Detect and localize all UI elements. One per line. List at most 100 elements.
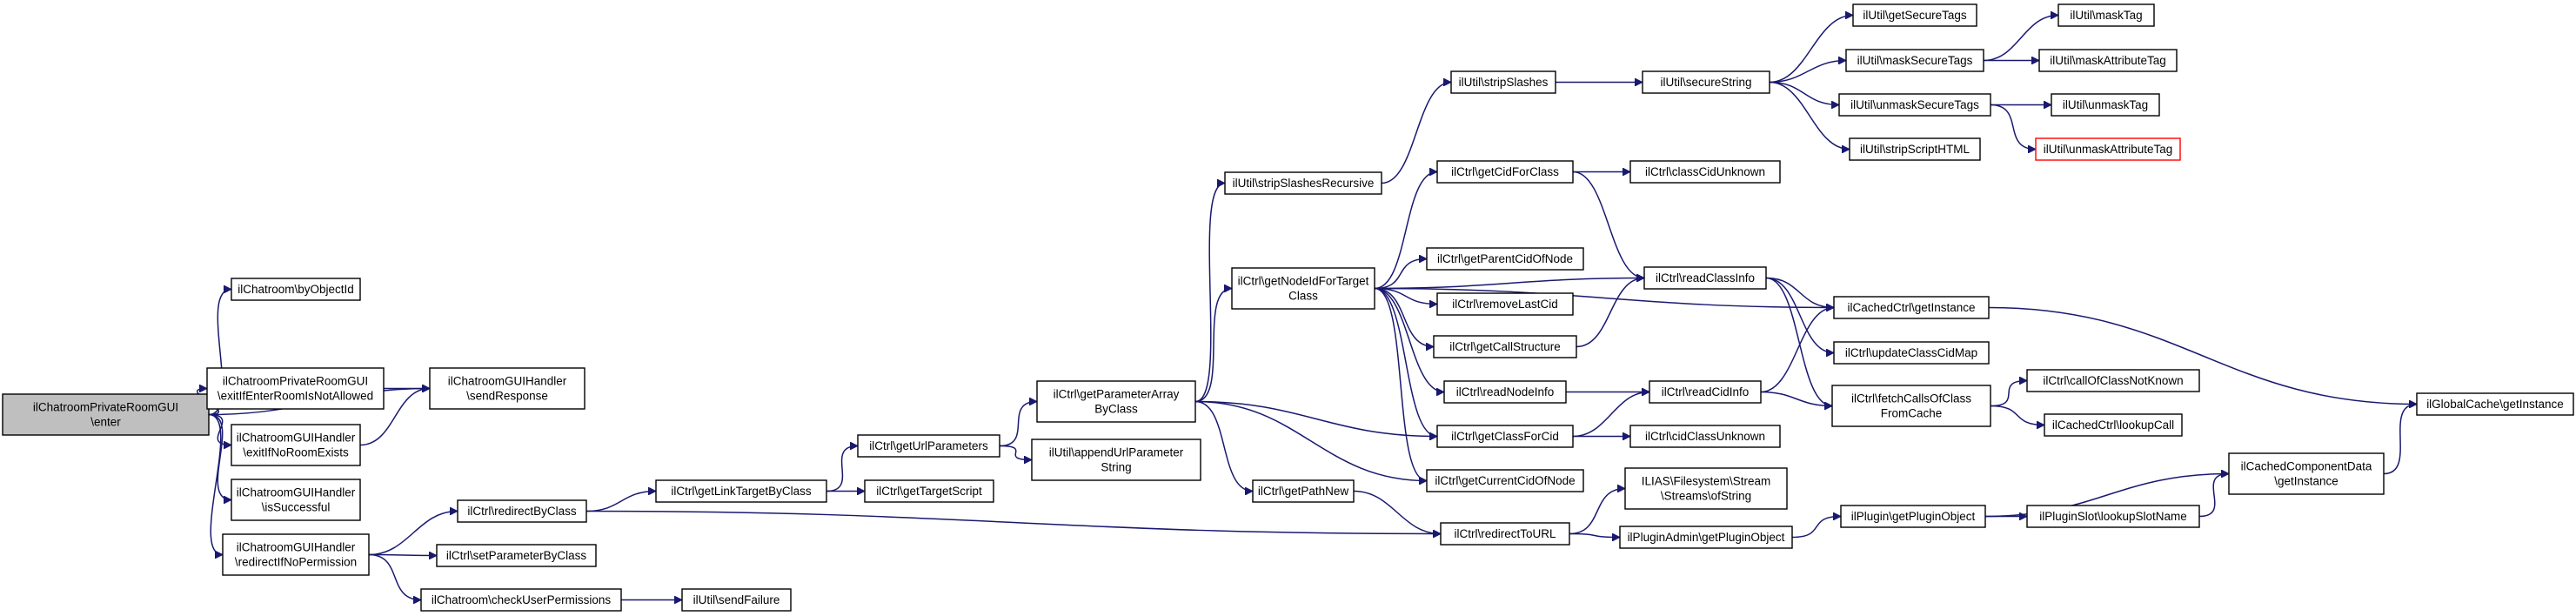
node-unmaskTag[interactable]: ilUtil\unmaskTag [2051,93,2160,117]
node-pluginAdminGetObj[interactable]: ilPluginAdmin\getPluginObject [1619,526,1793,549]
node-removeLastCid[interactable]: ilCtrl\removeLastCid [1436,292,1574,316]
node-exitIfEnter[interactable]: ilChatroomPrivateRoomGUI\exitIfEnterRoom… [206,367,385,410]
node-redirectIfNoPerm[interactable]: ilChatroomGUIHandler\redirectIfNoPermiss… [222,533,370,576]
node-label: ilGlobalCache\getInstance [2426,398,2564,411]
node-stripSlashesRec[interactable]: ilUtil\stripSlashesRecursive [1224,171,1382,195]
node-readNodeInfo[interactable]: ilCtrl\readNodeInfo [1443,380,1567,404]
node-byObjectId[interactable]: ilChatroom\byObjectId [231,278,361,301]
node-sendFailure[interactable]: ilUtil\sendFailure [681,588,792,612]
node-cachedCompGetInst[interactable]: ilCachedComponentData\getInstance [2228,452,2385,495]
node-stripScriptHTML[interactable]: ilUtil\stripScriptHTML [1849,137,1981,161]
node-cidClassUnknown[interactable]: ilCtrl\cidClassUnknown [1629,425,1781,448]
node-unmaskAttrTag[interactable]: ilUtil\unmaskAttributeTag [2035,137,2181,161]
edge-unmaskSecureTags-to-unmaskAttrTag [1990,104,2036,150]
node-readClassInfo[interactable]: ilCtrl\readClassInfo [1643,266,1767,290]
node-updateClassCidMap[interactable]: ilCtrl\updateClassCidMap [1833,341,1990,365]
node-getUrlParams[interactable]: ilCtrl\getUrlParameters [857,434,1000,458]
node-box [436,544,597,567]
node-box [1624,467,1788,510]
node-getPathNew[interactable]: ilCtrl\getPathNew [1252,479,1355,503]
node-label: ilChatroomGUIHandler [237,431,356,444]
edge-getNodeId-to-getClassForCid [1374,287,1438,437]
edge-redirectByClass-to-getLinkTarget [585,492,656,512]
node-exitIfNoRoom[interactable]: ilChatroomGUIHandler\exitIfNoRoomExists [231,424,361,466]
edge-cachedCtrlGetInst-to-globalCacheGetInst [1988,306,2417,405]
node-label: ilCtrl\classCidUnknown [1645,165,1765,178]
node-getTargetScript[interactable]: ilCtrl\getTargetScript [864,479,994,503]
node-box [1833,341,1990,365]
node-redirectByClass[interactable]: ilCtrl\redirectByClass [457,499,587,523]
node-lookupSlotName[interactable]: ilPluginSlot\lookupSlotName [2026,505,2200,528]
node-label: String [1101,460,1131,473]
node-root[interactable]: ilChatroomPrivateRoomGUI\enter [2,393,210,436]
edge-readClassInfo-to-cachedCtrlGetInst [1765,277,1834,308]
node-label: ilChatroom\checkUserPermissions [432,593,612,606]
node-pluginGetObj[interactable]: ilPlugin\getPluginObject [1840,505,1986,528]
node-label: ilCtrl\getPathNew [1258,485,1349,498]
node-label: \sendResponse [466,389,548,402]
node-box [1831,385,1991,427]
node-getLinkTarget[interactable]: ilCtrl\getLinkTargetByClass [655,479,827,503]
edge-redirectToURL-to-pluginAdminGetObj [1569,532,1620,538]
node-stripSlashes[interactable]: ilUtil\stripSlashes [1450,70,1556,94]
node-label: ilUtil\unmaskTag [2063,98,2148,111]
edge-lookupSlotName-to-cachedCompGetInst [2198,474,2229,518]
node-box [857,434,1000,458]
node-getCallStructure[interactable]: ilCtrl\getCallStructure [1433,335,1577,358]
node-streamsOfString[interactable]: ILIAS\Filesystem\Stream \Streams\ofString [1624,467,1788,510]
node-label: ilChatroomPrivateRoomGUI [33,400,178,413]
node-setParamByClass[interactable]: ilCtrl\setParameterByClass [436,544,597,567]
node-callOfClassNotKnown[interactable]: ilCtrl\callOfClassNotKnown [2026,369,2200,392]
node-box [1426,247,1584,271]
node-box [231,278,361,301]
node-label: ilCtrl\getNodeIdForTarget [1238,274,1369,287]
node-isSuccessful[interactable]: ilChatroomGUIHandler\isSuccessful [231,479,361,521]
node-classCidUnknown[interactable]: ilCtrl\classCidUnknown [1629,160,1781,184]
edges [197,16,2417,600]
node-label: ilUtil\maskAttributeTag [2050,54,2166,67]
node-getParentCid[interactable]: ilCtrl\getParentCidOfNode [1426,247,1584,271]
node-label: FromCache [1881,406,1943,419]
node-getSecureTags[interactable]: ilUtil\getSecureTags [1852,3,1977,27]
node-readCidInfo[interactable]: ilCtrl\readCidInfo [1649,380,1762,404]
node-label: ilCtrl\getCallStructure [1449,340,1561,353]
node-label: ilUtil\maskTag [2070,9,2142,22]
node-cachedCtrlGetInst[interactable]: ilCachedCtrl\getInstance [1833,296,1990,319]
node-maskSecureTags[interactable]: ilUtil\maskSecureTags [1845,49,1984,72]
node-redirectToURL[interactable]: ilCtrl\redirectToURL [1440,522,1570,546]
node-box [2,393,210,436]
node-secureString[interactable]: ilUtil\secureString [1642,70,1770,94]
edge-secureString-to-getSecureTags [1769,16,1853,84]
node-box [1852,3,1977,27]
node-label: ilUtil\stripSlashes [1459,76,1549,89]
edge-getPathNew-to-redirectToURL [1353,490,1441,534]
node-label: ilUtil\getSecureTags [1863,9,1967,22]
edge-getNodeId-to-readNodeInfo [1374,287,1445,392]
node-maskAttrTag[interactable]: ilUtil\maskAttributeTag [2038,49,2178,72]
node-label: ILIAS\Filesystem\Stream [1642,474,1771,487]
node-box [1433,335,1577,358]
node-label: \Streams\ofString [1661,489,1751,502]
node-sendResponse[interactable]: ilChatroomGUIHandler\sendResponse [429,367,585,410]
node-label: ilCtrl\getLinkTargetByClass [671,485,812,498]
edge-root-to-redirectIfNoPerm [208,413,224,555]
node-globalCacheGetInst[interactable]: ilGlobalCache\getInstance [2416,392,2574,416]
node-maskTag[interactable]: ilUtil\maskTag [2057,3,2155,27]
node-label: ByClass [1094,402,1138,415]
node-getCidForClass[interactable]: ilCtrl\getCidForClass [1436,160,1574,184]
edge-getNodeId-to-getCurrentCid [1374,287,1428,481]
node-lookupCall[interactable]: ilCachedCtrl\lookupCall [2044,413,2183,437]
node-box [681,588,792,612]
node-getCurrentCid[interactable]: ilCtrl\getCurrentCidOfNode [1426,469,1584,492]
node-getClassForCid[interactable]: ilCtrl\getClassForCid [1436,425,1574,448]
node-box [1845,49,1984,72]
node-checkUserPerm[interactable]: ilChatroom\checkUserPermissions [420,588,622,612]
edge-getNodeId-to-getCallStructure [1374,287,1434,347]
node-unmaskSecureTags[interactable]: ilUtil\unmaskSecureTags [1838,93,1991,117]
node-label: \redirectIfNoPermission [235,555,357,568]
node-label: ilCtrl\callOfClassNotKnown [2043,374,2183,387]
